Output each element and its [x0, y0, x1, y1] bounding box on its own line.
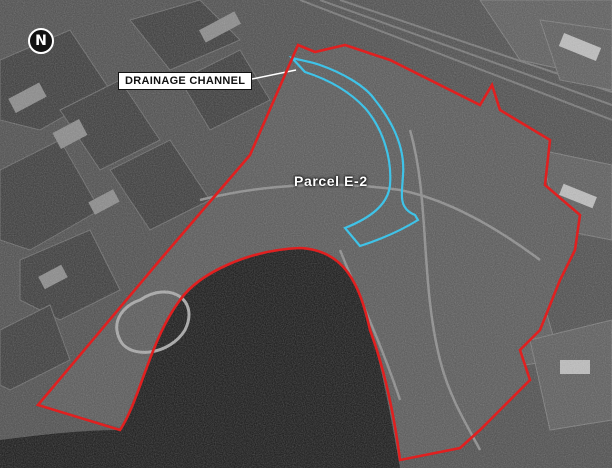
drainage-channel-outline [288, 56, 420, 248]
drainage-channel-callout: DRAINAGE CHANNEL [118, 72, 253, 90]
callout-leader-line [251, 69, 297, 80]
north-arrow-letter: N [35, 33, 47, 49]
site-boundary-outline [35, 43, 582, 462]
north-arrow-icon: N [28, 28, 54, 54]
parcel-label: Parcel E-2 [294, 173, 368, 189]
